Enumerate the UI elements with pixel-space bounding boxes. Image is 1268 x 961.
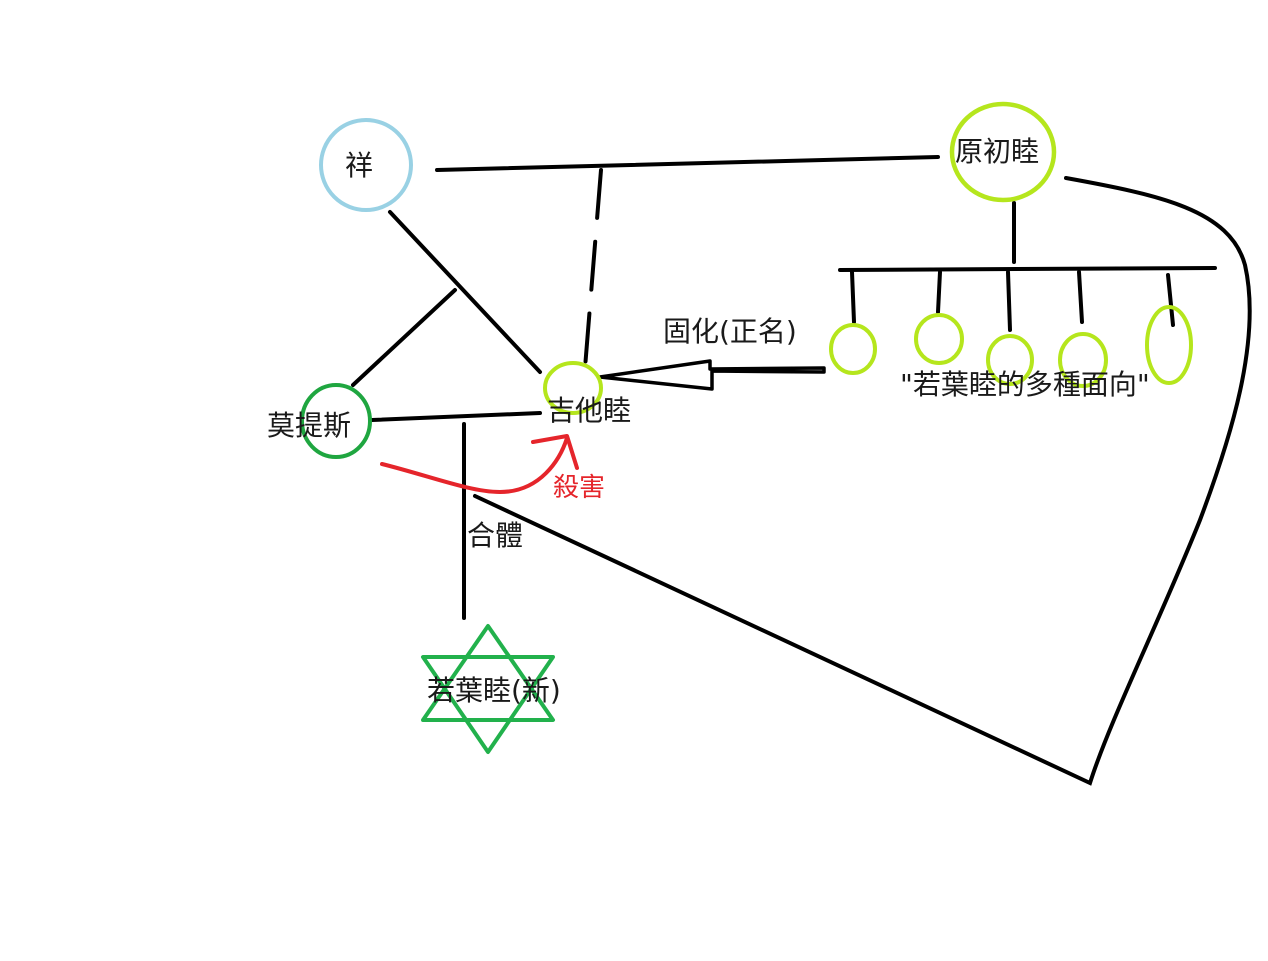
facet-stem-3 <box>1006 270 1012 332</box>
dashed-line-to-guitar <box>583 168 603 370</box>
merge-label: 合體 <box>467 519 524 552</box>
new-mutsumi-label: 若葉睦(新) <box>427 674 561 707</box>
mortis-label: 莫提斯 <box>267 409 352 442</box>
facet-circle-1 <box>829 323 877 375</box>
xiang-circle <box>319 118 413 212</box>
facet-stem-4 <box>1077 270 1084 324</box>
facet-circle-2 <box>914 313 964 365</box>
kill-label: 殺害 <box>553 473 606 503</box>
facet-stem-2 <box>936 270 942 314</box>
line-branch-mortis <box>351 288 457 387</box>
line-xiang-original <box>435 155 940 172</box>
line-mortis-guitar <box>370 411 542 422</box>
facet-circle-4 <box>1058 332 1108 388</box>
kill-arrow <box>380 434 579 494</box>
solidify-label: 固化(正名) <box>663 315 797 348</box>
original-mutsumi-label: 原初睦 <box>955 135 1040 168</box>
solidify-arrow <box>598 359 826 391</box>
facets-bar <box>838 266 1217 272</box>
guitar-mutsumi-circle <box>543 361 603 415</box>
facet-stem-5 <box>1166 273 1175 327</box>
original-mutsumi-circle <box>949 101 1057 203</box>
mortis-circle <box>300 383 372 459</box>
xiang-label: 祥 <box>345 149 374 182</box>
facet-stem-1 <box>850 270 856 324</box>
loop-line <box>473 176 1252 786</box>
guitar-mutsumi-label: 吉他睦 <box>547 394 632 427</box>
facet-circle-5 <box>1145 305 1193 385</box>
line-xiang-guitar <box>388 210 542 374</box>
facet-circle-3 <box>986 334 1034 386</box>
new-mutsumi-star-icon <box>421 624 555 754</box>
facets-label: "若葉睦的多種面向" <box>900 368 1150 401</box>
